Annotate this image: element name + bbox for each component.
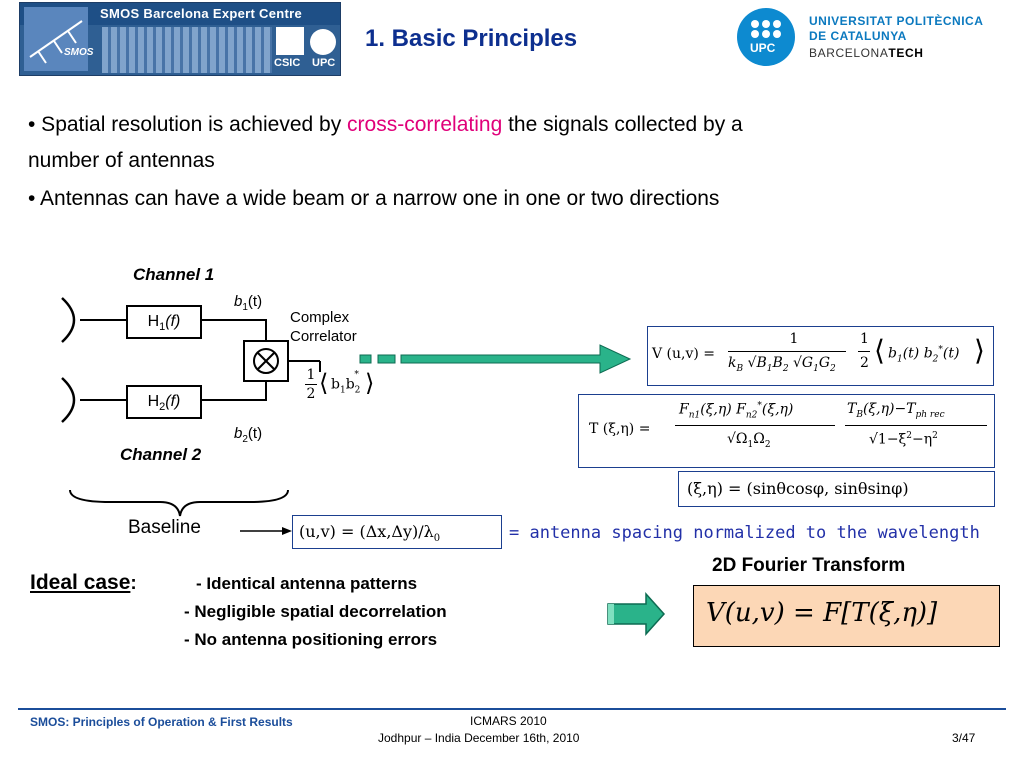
baseline-label: Baseline: [128, 517, 201, 538]
fourier-equation-box: V(u,v) = F[T(ξ,η)]: [693, 585, 1000, 647]
channel2-label: Channel 2: [120, 445, 202, 464]
upc-circle-icon: UPC: [737, 8, 795, 66]
upc-logo-line2: DE CATALUNYA: [809, 29, 907, 43]
bullet1-continuation: number of antennas: [28, 149, 215, 172]
csic-logo-mark: [276, 27, 304, 55]
baseline-uv-equation: (u,v) = (Δx,Δy)/λ0: [292, 515, 502, 549]
logo-smos-text: SMOS: [64, 47, 94, 58]
ideal-item-2: - Negligible spatial decorrelation: [184, 602, 447, 621]
b1-b: b: [234, 293, 243, 310]
correlator-box: [243, 340, 289, 382]
ideal-item-3: - No antenna positioning errors: [184, 630, 438, 649]
upc-logo-barcelona: BARCELONA: [809, 46, 889, 60]
ideal-case-label: Ideal case: [30, 571, 131, 594]
direction-cosines-equation: (ξ,η) = (sinθcosφ, sinθsinφ): [678, 471, 995, 507]
b1-signal-label: b1(t): [234, 293, 262, 313]
fourier-arrow-icon: [607, 592, 666, 636]
b1-arg: (t): [247, 293, 263, 310]
bullet1-text-b: the signals collected by a: [502, 113, 743, 136]
correlator-label-line2: Correlator: [290, 328, 357, 345]
upc-logo: UPC UNIVERSITAT POLITÈCNICA DE CATALUNYA…: [727, 2, 1023, 72]
ideal-case-heading: Ideal case:: [30, 571, 137, 595]
b2-arg: (t): [247, 425, 263, 442]
direction-cosines-text: (ξ,η) = (sinθcosφ, sinθsinφ): [687, 479, 909, 498]
upc-mark-text: UPC: [750, 41, 776, 55]
logo-title: SMOS Barcelona Expert Centre: [100, 6, 303, 21]
upc-logo-line3: BARCELONATECH: [809, 46, 924, 60]
footer-presentation-title: SMOS: Principles of Operation & First Re…: [30, 715, 293, 729]
h1-filter-box: H1(f): [126, 305, 202, 339]
h2-arg: (f): [165, 393, 181, 410]
visibility-lhs: V (u,v) =: [652, 346, 716, 362]
temperature-lhs: T (ξ,η) =: [589, 421, 651, 437]
csic-logo-text: CSIC: [274, 57, 301, 69]
h2-subscript: 2: [159, 401, 166, 414]
upc-logo-tech: TECH: [888, 46, 924, 60]
ideal-case-colon: :: [130, 573, 137, 594]
fourier-title: 2D Fourier Transform: [712, 555, 906, 576]
bullet1-highlight: cross-correlating: [347, 113, 503, 136]
upc-small-logo-text: UPC: [312, 57, 336, 69]
h2-filter-box: H2(f): [126, 385, 202, 419]
baseline-uv-subscript: 0: [433, 533, 441, 545]
fourier-equation: V(u,v) = F[T(ξ,η)]: [706, 598, 938, 628]
channel1-label: Channel 1: [133, 265, 215, 284]
footer-location-date: Jodhpur – India December 16th, 2010: [378, 731, 580, 745]
baseline-brace-icon: [69, 489, 289, 517]
upc-small-logo-mark: [310, 29, 336, 55]
visibility-equation: V (u,v) = 1 kB √B1B2 √G1G2 1 2 ⟨ b1(t) b…: [647, 326, 994, 386]
footer-conference: ICMARS 2010: [470, 714, 547, 728]
b1-subscript: 1: [242, 302, 248, 313]
antenna2-icon: [61, 377, 76, 423]
footer-page-number: 3/47: [952, 731, 976, 745]
footer-divider: [18, 708, 1006, 710]
baseline-uv-text: (u,v) = (Δx,Δy)/λ: [299, 522, 434, 541]
bullet-antennas-beam: • Antennas can have a wide beam or a nar…: [28, 187, 720, 210]
h1-label: H: [147, 313, 160, 330]
satellite-icon: [24, 7, 88, 71]
building-image: [102, 27, 272, 73]
h2-label: H: [147, 393, 160, 410]
slide-title: 1. Basic Principles: [365, 25, 578, 52]
correlator-label-line1: Complex: [290, 309, 350, 326]
antenna1-icon: [61, 297, 76, 343]
h1-subscript: 1: [159, 321, 166, 334]
temperature-equation: T (ξ,η) = Fn1(ξ,η) Fn2*(ξ,η) √Ω1Ω2 TB(ξ,…: [578, 394, 995, 468]
b2-subscript: 2: [242, 434, 248, 445]
h1-arg: (f): [165, 313, 181, 330]
b2-signal-label: b2(t): [234, 425, 262, 445]
upc-logo-line1: UNIVERSITAT POLITÈCNICA: [809, 14, 984, 28]
arrow-icon: [400, 344, 632, 374]
wavelength-caption: = antenna spacing normalized to the wave…: [509, 523, 980, 543]
bullet-spatial-resolution: • Spatial resolution is achieved by cros…: [28, 107, 743, 143]
bullet1-text-a: • Spatial resolution is achieved by: [28, 113, 348, 136]
ideal-item-1: - Identical antenna patterns: [196, 574, 418, 593]
b2-b: b: [234, 425, 243, 442]
smos-barcelona-logo: SMOS Barcelona Expert Centre SMOS CSIC U…: [19, 2, 341, 76]
